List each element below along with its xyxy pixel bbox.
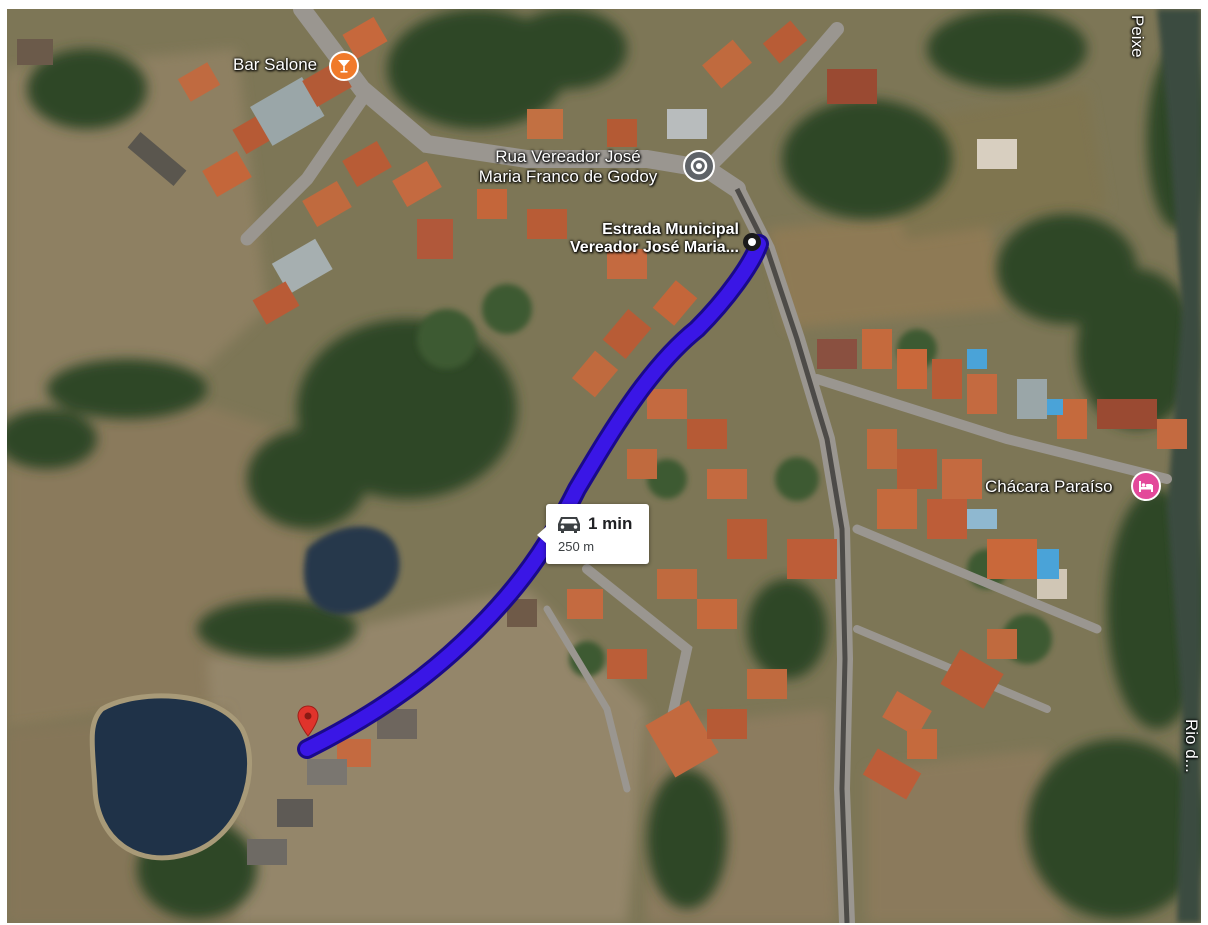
callout-tail bbox=[537, 526, 547, 544]
hotel-bed-icon[interactable] bbox=[1131, 471, 1161, 501]
route-origin-label-line2: Vereador José Maria... bbox=[570, 239, 739, 257]
street-label-rua-vereador: Rua Vereador José Maria Franco de Godoy bbox=[453, 147, 683, 186]
street-label-line2: Maria Franco de Godoy bbox=[478, 166, 658, 186]
route-origin-label: Estrada Municipal Vereador José Maria... bbox=[517, 221, 739, 258]
destination-pin-icon[interactable] bbox=[297, 705, 319, 742]
river-label-peixe: Peixe bbox=[1128, 15, 1147, 58]
route-duration: 1 min bbox=[588, 514, 633, 533]
map-view[interactable]: Bar Salone Rua Vereador José Maria Franc… bbox=[7, 9, 1201, 923]
satellite-imagery bbox=[7, 9, 1201, 923]
route-origin-label-line1: Estrada Municipal bbox=[602, 221, 739, 238]
route-line bbox=[300, 237, 766, 756]
route-origin-dot-icon[interactable] bbox=[743, 233, 761, 251]
route-duration-callout[interactable]: 1 min 250 m bbox=[537, 504, 649, 564]
river-label-right: Rio d... bbox=[1182, 719, 1201, 773]
poi-label-bar-salone[interactable]: Bar Salone bbox=[233, 55, 318, 74]
route-distance: 250 m bbox=[558, 539, 595, 554]
car-icon bbox=[558, 517, 580, 533]
poi-label-chacara-paraiso[interactable]: Chácara Paraíso bbox=[985, 477, 1113, 496]
street-label-line1: Rua Vereador José bbox=[495, 147, 641, 166]
cocktail-icon[interactable] bbox=[329, 51, 359, 81]
location-marker-icon[interactable] bbox=[683, 150, 715, 182]
